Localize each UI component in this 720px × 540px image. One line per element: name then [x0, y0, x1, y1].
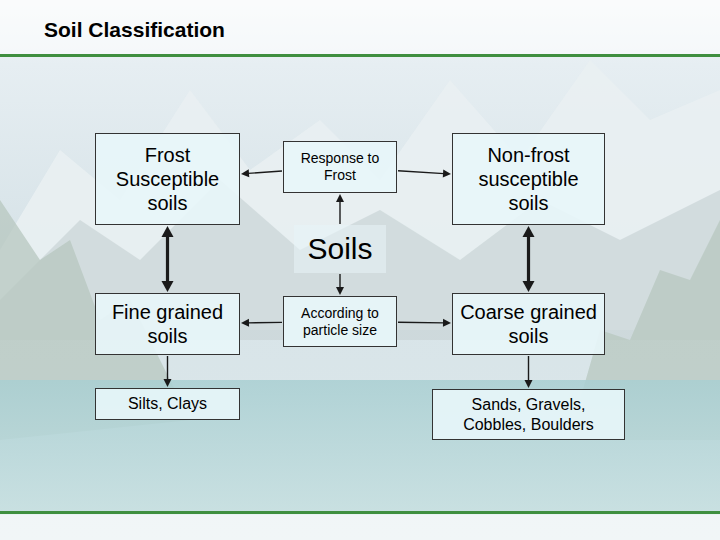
bottom-rule	[0, 511, 720, 514]
root-label-box: Soils	[294, 225, 386, 273]
connector-arrow	[398, 319, 451, 327]
title-band	[0, 0, 720, 54]
node-text: According to particle size	[298, 305, 382, 339]
node-text: Soils	[307, 231, 372, 267]
connector-arrow	[241, 169, 282, 177]
connector-arrow	[398, 170, 451, 178]
lake	[0, 380, 720, 515]
footer-band	[0, 514, 720, 540]
category-box: Coarse grained soils	[452, 293, 605, 355]
example-box: Silts, Clays	[95, 388, 240, 420]
criterion-box: Response to Frost	[283, 141, 397, 193]
connector-arrow	[336, 274, 344, 295]
connector-arrow	[241, 319, 282, 327]
category-box: Frost Susceptible soils	[95, 133, 240, 225]
category-box: Fine grained soils	[95, 293, 240, 355]
connector-arrow	[523, 226, 535, 292]
node-text: Frost Susceptible soils	[102, 143, 233, 215]
category-box: Non-frost susceptible soils	[452, 133, 605, 225]
node-text: Sands, Gravels, Cobbles, Boulders	[439, 395, 618, 433]
node-text: Non-frost susceptible soils	[459, 143, 598, 215]
node-text: Coarse grained soils	[459, 300, 598, 348]
connector-arrow	[525, 356, 533, 388]
connector-arrow	[164, 356, 172, 387]
node-text: Fine grained soils	[102, 300, 233, 348]
node-text: Response to Frost	[298, 150, 382, 184]
top-rule	[0, 54, 720, 57]
criterion-box: According to particle size	[283, 296, 397, 347]
node-text: Silts, Clays	[128, 394, 207, 413]
slide-title: Soil Classification	[44, 18, 225, 42]
connector-arrow	[336, 194, 344, 224]
example-box: Sands, Gravels, Cobbles, Boulders	[432, 389, 625, 440]
connector-arrow	[162, 226, 174, 292]
